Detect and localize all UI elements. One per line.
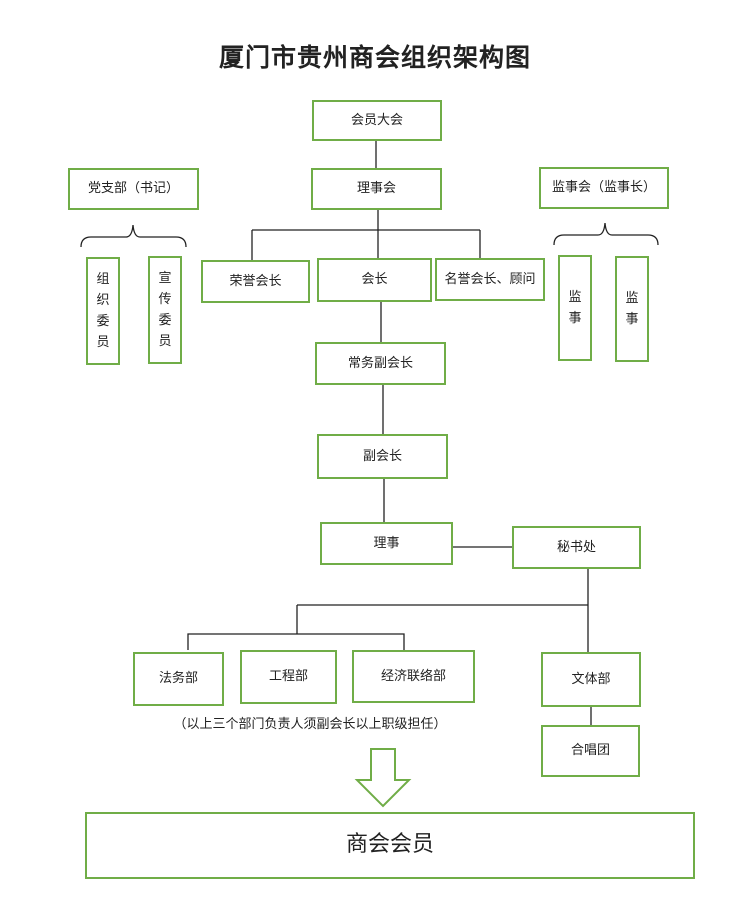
president-node: 会长 <box>317 258 432 302</box>
executive-vp-node: 常务副会长 <box>315 342 446 385</box>
honorary-president-node: 荣誉会长 <box>201 260 310 303</box>
propaganda-member-node: 宣 传 委 员 <box>148 256 182 364</box>
vice-president-node: 副会长 <box>317 434 448 479</box>
economic-liaison-dept-node: 经济联络部 <box>352 650 475 703</box>
engineering-dept-node: 工程部 <box>240 650 337 704</box>
legal-dept-node: 法务部 <box>133 652 224 706</box>
organization-member-node: 组 织 委 员 <box>86 257 120 365</box>
supervisor-node-1: 监 事 <box>558 255 592 361</box>
party-branch-node: 党支部（书记） <box>68 168 199 210</box>
supervisory-board-node: 监事会（监事长） <box>539 167 669 209</box>
council-node: 理事会 <box>311 168 442 210</box>
department-note: （以上三个部门负责人须副会长以上职级担任） <box>173 717 447 732</box>
choir-node: 合唱团 <box>541 725 640 777</box>
page-title: 厦门市贵州商会组织架构图 <box>218 43 531 72</box>
supervisor-node-2: 监 事 <box>615 256 649 362</box>
secretariat-node: 秘书处 <box>512 526 641 569</box>
members-node: 商会会员 <box>85 812 695 879</box>
director-node: 理事 <box>320 522 453 565</box>
culture-sports-dept-node: 文体部 <box>541 652 641 707</box>
down-arrow-icon <box>354 748 412 808</box>
assembly-node: 会员大会 <box>312 100 442 141</box>
honorary-advisors-node: 名誉会长、顾问 <box>435 258 545 301</box>
